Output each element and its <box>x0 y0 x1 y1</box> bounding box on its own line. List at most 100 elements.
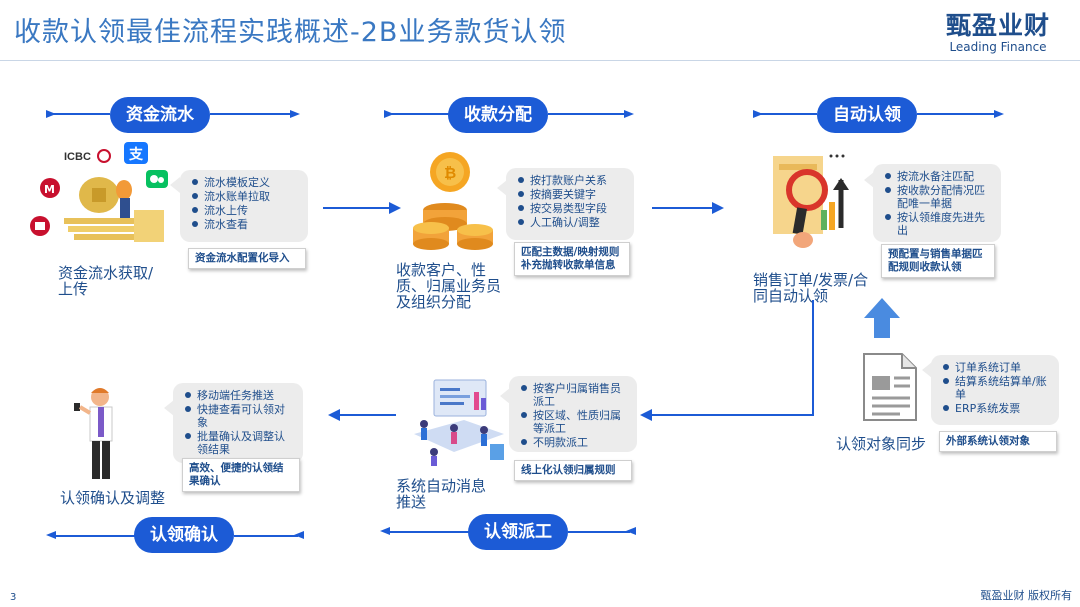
person-phone-illustration <box>74 388 113 479</box>
confirm-tag: 高效、便捷的认领结 果确认 <box>182 458 300 492</box>
fund-flow-label: 资金流水获取/上传 <box>58 264 154 298</box>
fund-flow-bullet: 流水模板定义 <box>192 176 300 189</box>
allocation-bullet: 按打款账户关系 <box>518 174 626 187</box>
auto-claim-header: 自动认领 <box>817 97 917 133</box>
allocation-bubble-tail <box>497 180 507 196</box>
flow-arrow-1-head <box>389 202 401 214</box>
svg-text:₿: ₿ <box>444 164 456 182</box>
allocation-tag-line: 匹配主数据/映射规则 <box>521 246 620 258</box>
allocation-header-dot-left <box>384 110 394 118</box>
alipay-icon <box>124 142 148 164</box>
coins-illustration: ₿ <box>413 152 493 250</box>
dispatch-tag: 线上化认领归属规则 <box>514 460 632 481</box>
auto-claim-bullet: 按流水备注匹配 <box>885 170 993 183</box>
dispatch-bubble-tail <box>500 388 510 404</box>
auto-claim-header-dot-left <box>753 110 763 118</box>
dashboard-illustration <box>414 379 504 466</box>
sync-tag: 外部系统认领对象 <box>939 431 1057 452</box>
flow-arrow-4-head <box>328 409 340 421</box>
flow-arrow-3-head <box>640 409 652 421</box>
fund-flow-header-dot-right <box>290 110 300 118</box>
flow-arrow-1 <box>323 207 391 209</box>
icbc-logo: ICBC <box>64 151 91 163</box>
auto-claim-bubble: 按流水备注匹配 按收款分配情况匹配唯一单据 按认领维度先进先出 <box>873 164 1001 242</box>
confirm-bubble: 移动端任务推送 快捷查看可认领对象 批量确认及调整认领结果 <box>173 383 303 463</box>
auto-claim-label: 销售订单/发票/合同自动认领 <box>753 271 869 305</box>
dispatch-header-line-right <box>568 531 630 533</box>
magnifier-illustration <box>773 154 849 248</box>
allocation-header-dot-right <box>624 110 634 118</box>
sync-bubble-tail <box>922 362 932 378</box>
allocation-tag: 匹配主数据/映射规则 补充抛转收款单信息 <box>514 242 630 276</box>
dispatch-bullet: 按区域、性质归属等派工 <box>521 409 629 435</box>
allocation-bubble: 按打款账户关系 按摘要关键字 按交易类型字段 人工确认/调整 <box>506 168 634 240</box>
connector-vertical <box>812 300 814 415</box>
dispatch-bullet: 按客户归属销售员派工 <box>521 382 629 408</box>
sync-bullet: 订单系统订单 <box>943 361 1051 374</box>
dispatch-header-dot-left <box>380 527 390 535</box>
confirm-header: 认领确认 <box>134 517 234 553</box>
dispatch-label: 系统自动消息推送 <box>396 477 487 511</box>
auto-claim-tag: 预配置与销售单据匹 配规则收款认领 <box>881 244 995 278</box>
header-divider <box>0 60 1080 61</box>
confirm-bullet: 移动端任务推送 <box>185 389 295 402</box>
auto-claim-bubble-tail <box>864 172 874 188</box>
confirm-header-dot-left <box>46 531 56 539</box>
fund-flow-header-line-right <box>210 113 296 115</box>
sync-bubble: 订单系统订单 结算系统结算单/账单 ERP系统发票 <box>931 355 1059 425</box>
confirm-bubble-tail <box>164 400 174 416</box>
auto-claim-tag-line: 配规则收款认领 <box>888 261 962 273</box>
svg-text:M: M <box>44 183 55 196</box>
confirm-tag-line: 果确认 <box>189 475 221 487</box>
allocation-tag-line: 补充抛转收款单信息 <box>521 259 616 271</box>
fund-flow-tag: 资金流水配置化导入 <box>188 248 306 269</box>
flow-arrow-3 <box>650 414 814 416</box>
sync-bullet: 结算系统结算单/账单 <box>943 375 1051 401</box>
fund-flow-bubble: 流水模板定义 流水账单拉取 流水上传 流水查看 <box>180 170 308 242</box>
sync-label: 认领对象同步 <box>836 435 927 453</box>
logo-en-text: Leading Finance <box>949 40 1047 54</box>
fund-flow-bullet: 流水账单拉取 <box>192 190 300 203</box>
allocation-header: 收款分配 <box>448 97 548 133</box>
auto-claim-bullet: 按认领维度先进先出 <box>885 211 993 237</box>
allocation-label: 收款客户、性质、归属业务员及组织分配 <box>396 261 502 311</box>
copyright: 甄盈业财 版权所有 <box>980 589 1073 602</box>
auto-claim-bullet: 按收款分配情况匹配唯一单据 <box>885 184 993 210</box>
dispatch-bullet: 不明款派工 <box>521 436 629 449</box>
fund-flow-illustration: ICBC 支 M <box>30 142 168 242</box>
sync-bullet: ERP系统发票 <box>943 402 1051 415</box>
allocation-bullet: 按摘要关键字 <box>518 188 626 201</box>
allocation-header-line-left <box>388 113 450 115</box>
confirm-label: 认领确认及调整 <box>60 489 166 507</box>
auto-claim-header-dot-right <box>994 110 1004 118</box>
confirm-bullet: 快捷查看可认领对象 <box>185 403 295 429</box>
auto-claim-header-line-left <box>757 113 817 115</box>
allocation-bullet: 人工确认/调整 <box>518 216 626 229</box>
confirm-bullet: 批量确认及调整认领结果 <box>185 430 295 456</box>
confirm-tag-line: 高效、便捷的认领结 <box>189 462 284 474</box>
brand-logo: 甄盈业财 Leading Finance <box>946 6 1050 54</box>
flow-arrow-2-head <box>712 202 724 214</box>
page-number: 3 <box>10 592 17 603</box>
logo-cn-text: 甄盈业财 <box>945 11 1050 40</box>
allocation-header-line-right <box>548 113 630 115</box>
fund-flow-bullet: 流水查看 <box>192 218 300 231</box>
fund-flow-header-line-left <box>50 113 110 115</box>
document-icon <box>863 353 917 421</box>
confirm-header-line-left <box>54 535 136 537</box>
page-title: 收款认领最佳流程实践概述-2B业务款货认领 <box>14 17 567 48</box>
sync-up-arrow <box>864 298 900 338</box>
cmb-logo <box>40 178 60 198</box>
confirm-header-dot-right <box>294 531 304 539</box>
auto-claim-tag-line: 预配置与销售单据匹 <box>888 248 983 260</box>
flow-arrow-2 <box>652 207 714 209</box>
fund-flow-header-dot-left <box>46 110 56 118</box>
auto-claim-header-line-right <box>917 113 997 115</box>
flow-arrow-4 <box>340 414 396 416</box>
person-icon <box>116 180 132 200</box>
dispatch-header-dot-right <box>626 527 636 535</box>
fund-flow-bullet: 流水上传 <box>192 204 300 217</box>
dispatch-header: 认领派工 <box>468 514 568 550</box>
fund-flow-header: 资金流水 <box>110 97 210 133</box>
confirm-header-line-right <box>234 535 298 537</box>
